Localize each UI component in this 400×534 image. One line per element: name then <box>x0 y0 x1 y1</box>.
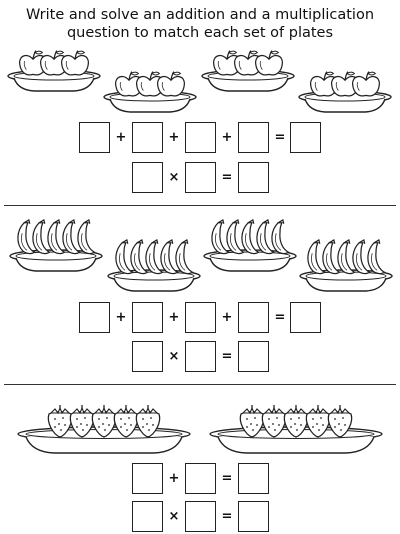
answer-box[interactable] <box>79 302 110 333</box>
equals-sign: = <box>221 471 233 486</box>
answer-box[interactable] <box>185 341 216 372</box>
answer-box[interactable] <box>132 122 163 153</box>
answer-box[interactable] <box>132 302 163 333</box>
banana-icon <box>271 219 290 255</box>
instructions-line-2: question to match each set of plates <box>66 25 334 41</box>
answer-box[interactable] <box>238 162 269 193</box>
answer-box[interactable] <box>132 162 163 193</box>
banana-icon <box>322 239 341 275</box>
answer-box[interactable] <box>79 122 110 153</box>
banana-icon <box>160 239 179 275</box>
banana-icon <box>130 239 149 275</box>
answer-box[interactable] <box>238 122 269 153</box>
instructions-line-1: Write and solve an addition and a multip… <box>25 7 375 23</box>
apple-icon <box>157 71 185 97</box>
banana-icon <box>367 239 386 275</box>
plus-sign: + <box>221 310 233 325</box>
banana-icon <box>175 239 194 275</box>
banana-icon <box>226 219 245 255</box>
answer-box[interactable] <box>132 463 163 494</box>
answer-box[interactable] <box>290 122 321 153</box>
apple-icon <box>352 71 380 97</box>
banana-icon <box>337 239 356 275</box>
section-divider <box>4 384 396 385</box>
banana-icon <box>47 219 66 255</box>
answer-box[interactable] <box>132 341 163 372</box>
answer-box[interactable] <box>185 162 216 193</box>
section-divider <box>4 205 396 206</box>
banana-icon <box>145 239 164 275</box>
plus-sign: + <box>168 310 180 325</box>
answer-box[interactable] <box>238 341 269 372</box>
equals-sign: = <box>221 349 233 364</box>
plus-sign: + <box>221 130 233 145</box>
plus-sign: + <box>168 130 180 145</box>
banana-icon <box>352 239 371 275</box>
plus-sign: + <box>168 471 180 486</box>
apple-icon <box>61 50 89 76</box>
times-sign: × <box>168 509 180 524</box>
apple-icon <box>255 50 283 76</box>
banana-icon <box>256 219 275 255</box>
banana-icon <box>241 219 260 255</box>
times-sign: × <box>168 349 180 364</box>
banana-icon <box>115 239 134 275</box>
banana-icon <box>17 219 36 255</box>
plus-sign: + <box>115 130 127 145</box>
banana-icon <box>211 219 230 255</box>
equals-sign: = <box>274 130 286 145</box>
plus-sign: + <box>115 310 127 325</box>
equals-sign: = <box>274 310 286 325</box>
banana-icon <box>77 219 96 255</box>
banana-icon <box>32 219 51 255</box>
answer-box[interactable] <box>132 501 163 532</box>
banana-icon <box>62 219 81 255</box>
answer-box[interactable] <box>238 501 269 532</box>
answer-box[interactable] <box>185 463 216 494</box>
equals-sign: = <box>221 170 233 185</box>
equals-sign: = <box>221 509 233 524</box>
answer-box[interactable] <box>290 302 321 333</box>
times-sign: × <box>168 170 180 185</box>
answer-box[interactable] <box>185 302 216 333</box>
answer-box[interactable] <box>238 463 269 494</box>
answer-box[interactable] <box>185 122 216 153</box>
answer-box[interactable] <box>238 302 269 333</box>
answer-box[interactable] <box>185 501 216 532</box>
banana-icon <box>307 239 326 275</box>
